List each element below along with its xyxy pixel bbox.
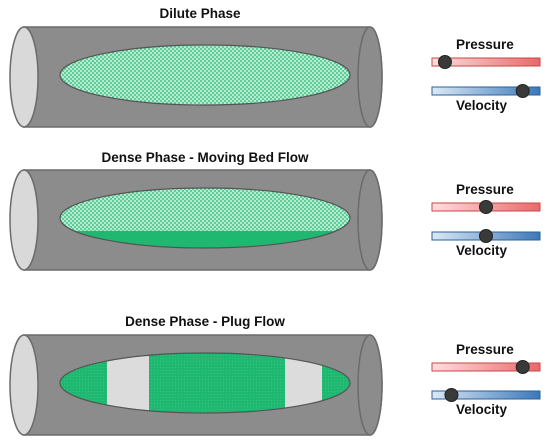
pipe-end-opening [9, 334, 39, 436]
pressure-label-dilute: Pressure [456, 37, 514, 52]
pressure-label-moving-bed: Pressure [456, 182, 514, 197]
pipe-dilute-phase [9, 26, 383, 128]
pressure-dilute-slider-track[interactable] [431, 57, 541, 67]
panel-title-dilute-phase: Dilute Phase [159, 6, 241, 21]
pressure-dilute-slider-knob[interactable] [437, 55, 452, 69]
velocity-moving-bed-slider-knob[interactable] [479, 229, 493, 243]
pressure-label-plug: Pressure [456, 342, 514, 357]
gas-gap-left [107, 353, 149, 413]
velocity-plug-slider-track[interactable] [431, 390, 541, 400]
panel-title-moving-bed-flow: Dense Phase - Moving Bed Flow [101, 150, 309, 165]
panel-title-plug-flow: Dense Phase - Plug Flow [125, 314, 285, 329]
pipe-plug-flow [9, 334, 383, 436]
pressure-moving-bed-slider-knob[interactable] [479, 200, 493, 214]
dilute-particle-flow [59, 44, 351, 106]
velocity-label-dilute: Velocity [456, 98, 508, 113]
velocity-plug-slider-knob[interactable] [444, 388, 459, 402]
pipe-end-opening [9, 169, 39, 271]
velocity-label-plug: Velocity [456, 402, 508, 417]
pressure-plug-slider-track[interactable] [431, 362, 541, 372]
sliders-group [431, 55, 541, 402]
velocity-dilute-slider-knob[interactable] [515, 84, 530, 98]
pipe-end-opening [9, 26, 39, 128]
pressure-plug-slider-knob[interactable] [515, 360, 530, 374]
pipe-moving-bed-flow [9, 169, 383, 271]
velocity-dilute-slider-track[interactable] [431, 86, 541, 96]
velocity-label-moving-bed: Velocity [456, 243, 508, 258]
